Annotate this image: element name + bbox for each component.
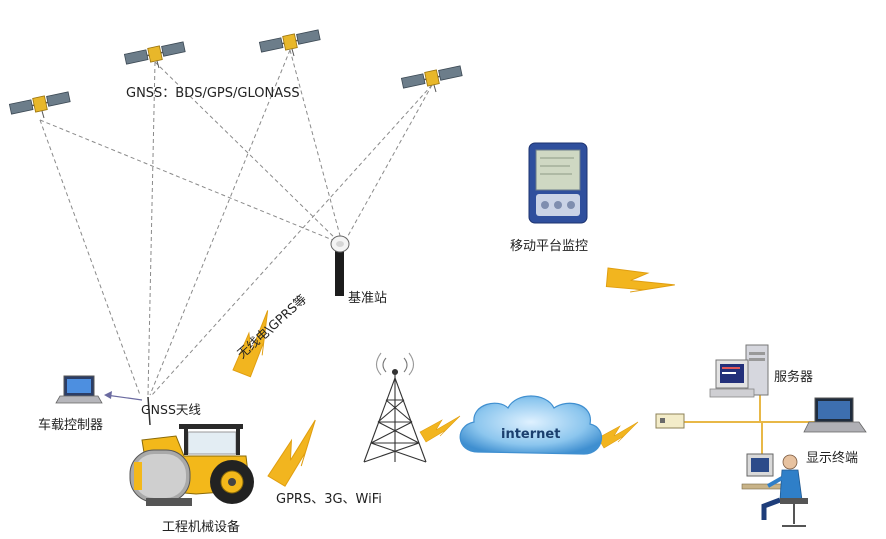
radio-tower-icon: [363, 352, 427, 463]
satellite-icon: [8, 91, 71, 119]
server-label: 服务器: [774, 370, 814, 385]
lightning-bolt-icon: [598, 246, 676, 320]
lightning-bolt-icon: [419, 415, 461, 443]
lightning-bolt-icon: [597, 421, 639, 449]
satellite-signal-lines: [39, 49, 433, 396]
operator-workstation-icon: [741, 453, 808, 527]
road-roller-icon: [129, 396, 254, 506]
network-hub-icon: [655, 413, 685, 429]
wireless-label: GPRS、3G、WiFi: [276, 492, 382, 507]
satellite-icon: [258, 29, 321, 57]
display-terminal-label: 显示终端: [806, 451, 859, 466]
pda-icon: [528, 142, 588, 224]
base-station-label: 基准站: [348, 291, 388, 306]
vehicle-controller-icon: [55, 375, 103, 404]
gnss-antenna-icon: [330, 235, 350, 296]
gnss-antenna-label: GNSS天线: [141, 402, 201, 417]
mobile-platform-label: 移动平台监控: [510, 239, 589, 254]
antenna-to-controller-arrow: [104, 391, 143, 401]
vehicle-controller-label: 车载控制器: [38, 418, 104, 433]
internet-label: internet: [501, 427, 561, 442]
laptop-icon: [803, 397, 867, 433]
machinery-label: 工程机械设备: [162, 520, 241, 535]
cloud-icon: [459, 395, 603, 455]
lightning-bolt-icon: [254, 419, 337, 492]
gnss-label: GNSS：BDS/GPS/GLONASS: [126, 86, 300, 101]
satellite-icon: [400, 65, 463, 93]
server-icon: [709, 344, 769, 398]
